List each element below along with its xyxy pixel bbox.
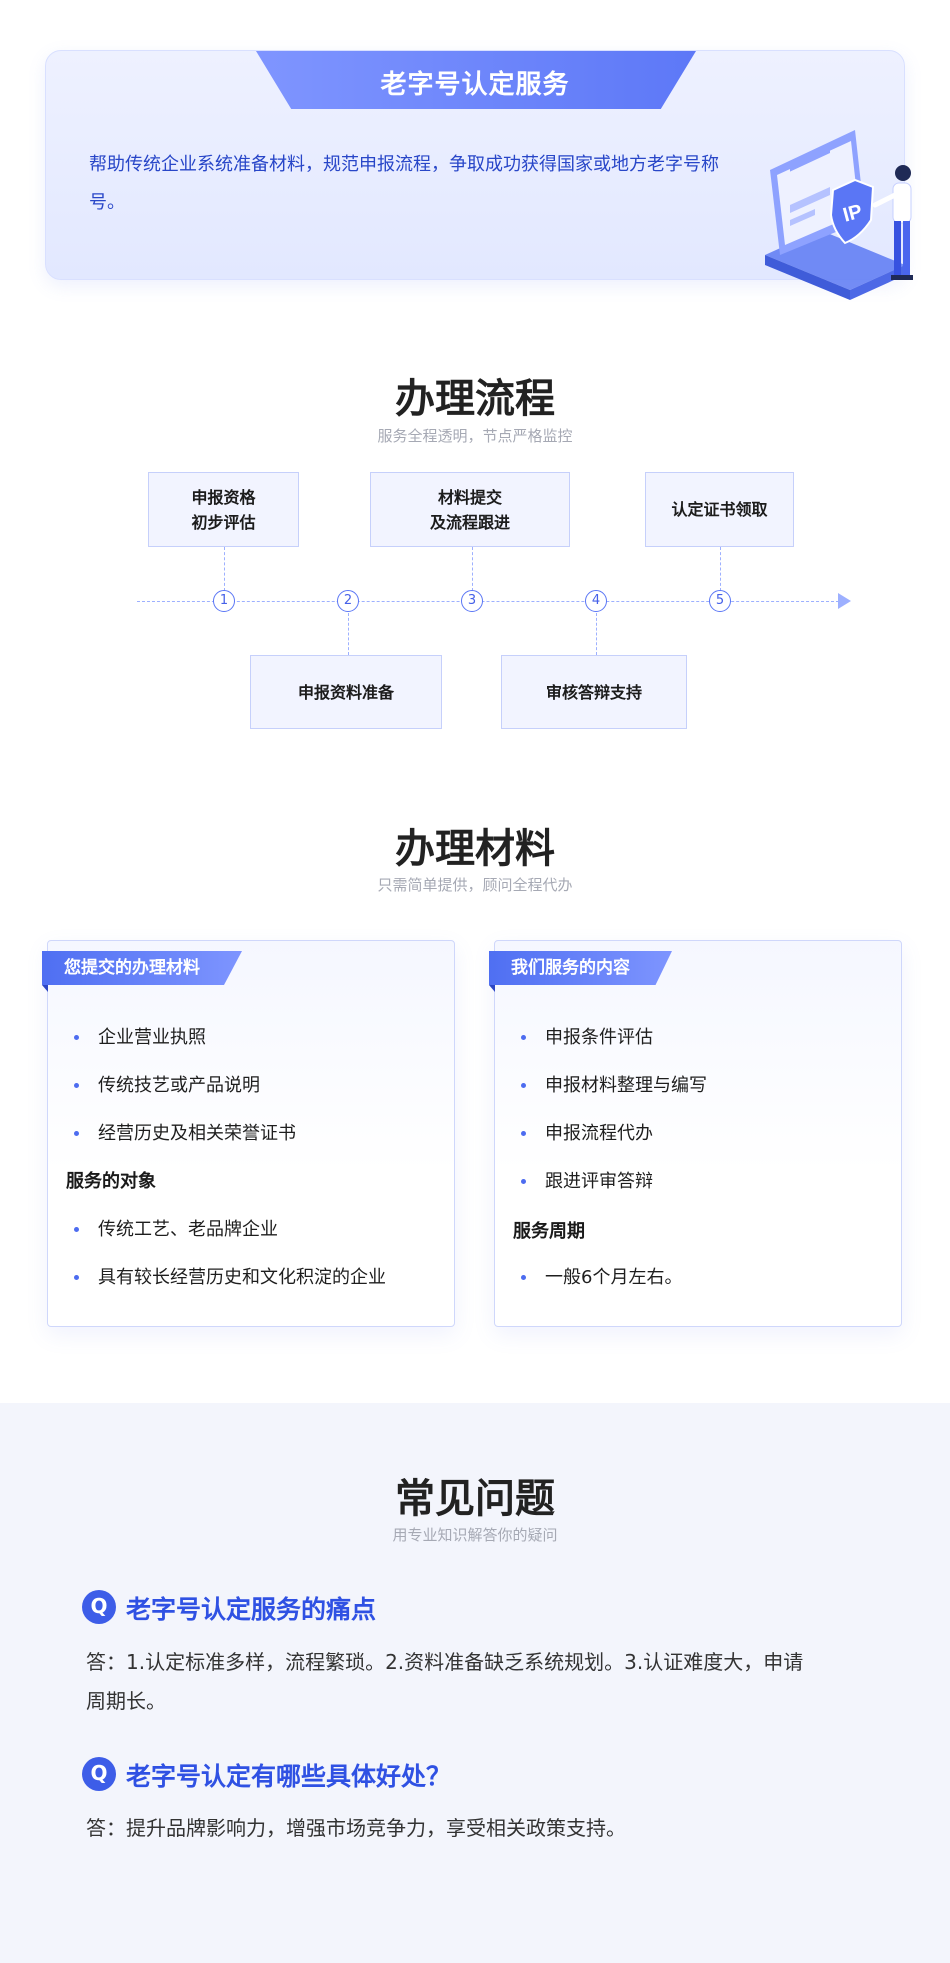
section-heading: 服务周期 <box>513 1221 585 1242</box>
ip-label: IP <box>841 201 865 227</box>
list-item: 申报材料整理与编写 <box>545 1075 707 1096</box>
question-icon: Q <box>82 1757 116 1791</box>
step-label: 初步评估 <box>191 512 256 532</box>
list-item: 申报流程代办 <box>545 1123 653 1144</box>
bullet-dot <box>521 1083 526 1088</box>
faq-answer: 答：提升品牌影响力，增强市场竞争力，享受相关政策支持。 <box>86 1809 876 1848</box>
list-item: 具有较长经营历史和文化积淀的企业 <box>98 1267 386 1288</box>
list-item: 申报条件评估 <box>545 1027 653 1048</box>
hero-title-tab <box>256 51 696 109</box>
faq-answer: 答：1.认定标准多样，流程繁琐。2.资料准备缺乏系统规划。3.认证难度大，申请 … <box>86 1643 876 1721</box>
faq-answer-line: 答：提升品牌影响力，增强市场竞争力，享受相关政策支持。 <box>86 1816 626 1840</box>
section-heading: 服务的对象 <box>66 1171 156 1192</box>
faq-question: 老字号认定有哪些具体好处？ <box>126 1762 452 1791</box>
step-number: 2 <box>337 590 359 612</box>
faq-answer-line: 答：1.认定标准多样，流程繁琐。2.资料准备缺乏系统规划。3.认证难度大，申请 <box>86 1650 804 1674</box>
step-number: 1 <box>213 590 235 612</box>
process-timeline: 1 2 3 4 5 申报资格 初步评估 材料提交 及流程跟进 认定证书领取 申报… <box>0 465 950 745</box>
ip-computer-illustration: IP <box>765 130 913 300</box>
step-label: 及流程跟进 <box>429 512 510 532</box>
step-label: 审核答辩支持 <box>545 682 642 702</box>
faq-section <box>0 1403 950 1963</box>
hero-description: 帮助传统企业系统准备材料，规范申报流程，争取成功获得国家或地方老字号称号。 <box>89 154 719 213</box>
materials-title: 办理材料 <box>395 826 555 872</box>
bullet-dot <box>521 1179 526 1184</box>
list-item: 跟进评审答辩 <box>545 1171 653 1192</box>
step-label: 材料提交 <box>437 487 502 507</box>
step-label: 申报资格 <box>191 487 256 507</box>
connector-line <box>596 613 597 655</box>
step-label: 认定证书领取 <box>671 500 768 519</box>
timeline-arrow-icon <box>838 593 851 609</box>
faq-subtitle: 用专业知识解答你的疑问 <box>392 1526 558 1544</box>
process-step-2: 申报资料准备 <box>250 655 442 729</box>
question-icon: Q <box>82 1590 116 1624</box>
materials-subtitle: 只需简单提供，顾问全程代办 <box>377 876 573 894</box>
bullet-dot <box>521 1275 526 1280</box>
faq-title: 常见问题 <box>395 1476 555 1522</box>
process-step-5: 认定证书领取 <box>645 472 794 547</box>
list-item: 企业营业执照 <box>98 1027 206 1048</box>
faq-question: 老字号认定服务的痛点 <box>126 1595 377 1624</box>
faq-answer-line: 周期长。 <box>86 1689 166 1713</box>
bullet-dot <box>74 1227 79 1232</box>
step-number: 3 <box>461 590 483 612</box>
connector-line <box>224 547 225 591</box>
process-step-3: 材料提交 及流程跟进 <box>370 472 570 547</box>
step-label: 申报资料准备 <box>297 682 394 702</box>
connector-line <box>348 613 349 655</box>
hero-title: 老字号认定服务 <box>380 70 570 100</box>
bullet-dot <box>74 1035 79 1040</box>
process-title: 办理流程 <box>395 376 555 422</box>
connector-line <box>720 547 721 591</box>
bullet-dot <box>521 1131 526 1136</box>
hero-banner: 老字号认定服务 帮助传统企业系统准备材料，规范申报流程，争取成功获得国家或地方老… <box>45 50 905 280</box>
step-number: 4 <box>585 590 607 612</box>
materials-card-service: 我们服务的内容 申报条件评估 申报材料整理与编写 申报流程代办 跟进评审答辩 服… <box>489 940 902 1327</box>
process-step-4: 审核答辩支持 <box>501 655 687 729</box>
timeline-line <box>137 601 839 602</box>
list-item: 经营历史及相关荣誉证书 <box>98 1123 296 1144</box>
bullet-dot <box>74 1083 79 1088</box>
card-tag: 您提交的办理材料 <box>42 951 242 985</box>
step-number: 5 <box>709 590 731 612</box>
tag-fold <box>489 985 495 992</box>
process-subtitle: 服务全程透明，节点严格监控 <box>377 427 573 445</box>
tag-fold <box>42 985 48 992</box>
bullet-dot <box>521 1035 526 1040</box>
list-item: 一般6个月左右。 <box>545 1267 683 1288</box>
materials-card-submit: 您提交的办理材料 企业营业执照 传统技艺或产品说明 经营历史及相关荣誉证书 服务… <box>42 940 455 1327</box>
list-item: 传统技艺或产品说明 <box>98 1075 260 1096</box>
connector-line <box>472 547 473 591</box>
process-step-1: 申报资格 初步评估 <box>148 472 299 547</box>
bullet-dot <box>74 1131 79 1136</box>
card-tag: 我们服务的内容 <box>489 951 672 985</box>
bullet-dot <box>74 1275 79 1280</box>
list-item: 传统工艺、老品牌企业 <box>98 1219 278 1240</box>
